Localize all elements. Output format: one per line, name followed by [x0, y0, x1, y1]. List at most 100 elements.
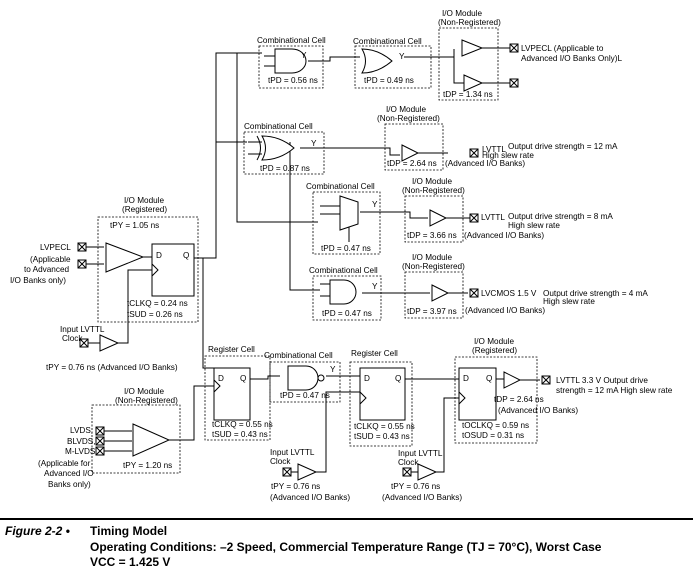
output-label: LVTTL — [481, 213, 505, 222]
input-label: I/O Banks only) — [10, 276, 66, 285]
output-buffer — [463, 74, 484, 92]
cell-title: Combinational Cell — [353, 37, 422, 46]
q-pin: Q — [486, 374, 492, 383]
cell-title: I/O Module — [124, 196, 164, 205]
timing-label: tPY = 1.20 ns — [123, 461, 172, 470]
mux — [339, 195, 359, 231]
io-register — [151, 243, 195, 297]
output-label: Output drive strength = 8 mA — [508, 212, 613, 221]
y-label: Y — [311, 139, 317, 148]
input-label: LVPECL — [40, 243, 71, 252]
timing-label: tPD = 0.47 ns — [322, 309, 372, 318]
timing-label: tCLKQ = 0.55 ns — [212, 420, 273, 429]
output-label: High slew rate — [508, 221, 560, 230]
figure-vcc: VCC = 1.425 V — [90, 555, 171, 569]
io-labels: LVPECL (Applicable to Advanced I/O Banks… — [10, 44, 673, 502]
output-label: Output drive strength = 12 mA — [508, 142, 618, 151]
input-label: Clock — [62, 334, 83, 343]
output-label: LVTTL 3.3 V Output drive — [556, 376, 648, 385]
input-buffer — [132, 423, 171, 457]
cell-title: Register Cell — [208, 345, 255, 354]
y-label: Y — [399, 52, 405, 61]
output-label: strength = 12 mA High slew rate — [556, 386, 673, 395]
y-label: Y — [301, 51, 307, 60]
y-label: Y — [330, 365, 336, 374]
cell-title: (Non-Registered) — [377, 114, 440, 123]
input-label: Clock — [270, 457, 291, 466]
module-outlines — [91, 27, 538, 474]
output-label: (Advanced I/O Banks) — [445, 159, 525, 168]
output-buffer — [431, 284, 450, 302]
input-label: M-LVDS — [65, 447, 96, 456]
nand-gate — [287, 365, 319, 391]
cell-title: Combinational Cell — [257, 36, 326, 45]
figure-caption: Figure 2-2 • Timing Model Operating Cond… — [0, 518, 700, 569]
input-label: Input LVTTL — [60, 325, 105, 334]
wires — [86, 47, 540, 473]
timing-label: tDP = 2.64 ns — [494, 395, 544, 404]
xor-gate — [261, 135, 295, 161]
input-buffer — [417, 463, 438, 481]
d-pin: D — [463, 374, 469, 383]
and-gate-2 — [329, 279, 357, 305]
cell-titles: Combinational Cell Combinational Cell I/… — [115, 9, 517, 405]
io-output-register — [458, 367, 497, 421]
timing-label: tCLKQ = 0.55 ns — [354, 422, 415, 431]
output-label: Advanced I/O Banks Only)L — [521, 54, 622, 63]
input-label: BLVDS, — [67, 437, 96, 446]
input-buffer — [297, 463, 318, 481]
cell-title: I/O Module — [474, 337, 514, 346]
output-label: (Advanced I/O Banks) — [465, 306, 545, 315]
timing-label: tPY = 0.76 ns (Advanced I/O Banks) — [46, 363, 178, 372]
input-label: Input LVTTL — [270, 448, 315, 457]
input-label: (Advanced I/O Banks) — [270, 493, 350, 502]
input-label: to Advanced — [24, 265, 70, 274]
cell-title: I/O Module — [124, 387, 164, 396]
cell-title: Combinational Cell — [264, 351, 333, 360]
d-pin: D — [218, 374, 224, 383]
input-buffer — [99, 334, 120, 352]
timing-label: tPD = 0.47 ns — [280, 391, 330, 400]
output-label: (Advanced I/O Banks) — [498, 406, 578, 415]
cell-title: Register Cell — [351, 349, 398, 358]
output-buffer — [461, 39, 484, 57]
cell-title: (Non-Registered) — [402, 262, 465, 271]
timing-label: tPD = 0.87 ns — [260, 164, 310, 173]
figure-conditions: Operating Conditions: –2 Speed, Commerci… — [90, 540, 602, 554]
timing-label: tSUD = 0.43 ns — [212, 430, 268, 439]
cell-title: (Non-Registered) — [115, 396, 178, 405]
timing-label: tOCLKQ = 0.59 ns — [462, 421, 529, 430]
or-gate — [361, 48, 393, 74]
timing-label: tSUD = 0.43 ns — [354, 432, 410, 441]
output-buffer — [429, 209, 448, 227]
output-label: LVTTL — [482, 145, 506, 154]
cell-title: I/O Module — [442, 9, 482, 18]
output-label: LVPECL (Applicable to — [521, 44, 604, 53]
caption-rule — [0, 518, 693, 520]
cell-title: (Registered) — [472, 346, 517, 355]
input-label: (Applicable — [30, 255, 71, 264]
timing-label: tSUD = 0.26 ns — [127, 310, 183, 319]
input-buffer — [105, 242, 145, 273]
figure-title: Timing Model — [90, 524, 168, 538]
output-buffer — [503, 371, 522, 389]
output-label: LVCMOS 1.5 V — [481, 289, 537, 298]
input-label: (Applicable for — [38, 459, 91, 468]
cell-title: Combinational Cell — [244, 122, 313, 131]
y-label: Y — [372, 282, 378, 291]
and-gate-1 — [274, 48, 307, 74]
input-label: Clock — [398, 458, 419, 467]
timing-label: tOSUD = 0.31 ns — [462, 431, 524, 440]
input-label: Advanced I/O — [44, 469, 94, 478]
d-pin: D — [156, 251, 162, 260]
input-label: LVDS, — [70, 426, 93, 435]
q-pin: Q — [240, 374, 246, 383]
figure-number: Figure 2-2 • — [5, 524, 70, 538]
d-pin: D — [364, 374, 370, 383]
flip-flops: D Q D Q D Q D Q — [151, 243, 497, 421]
timing-label: tPY = 0.76 ns — [391, 482, 440, 491]
timing-label: tDP = 2.64 ns — [387, 159, 437, 168]
buffers — [99, 39, 522, 481]
timing-label: tPY = 1.05 ns — [110, 221, 159, 230]
timing-label: tDP = 3.97 ns — [407, 307, 457, 316]
